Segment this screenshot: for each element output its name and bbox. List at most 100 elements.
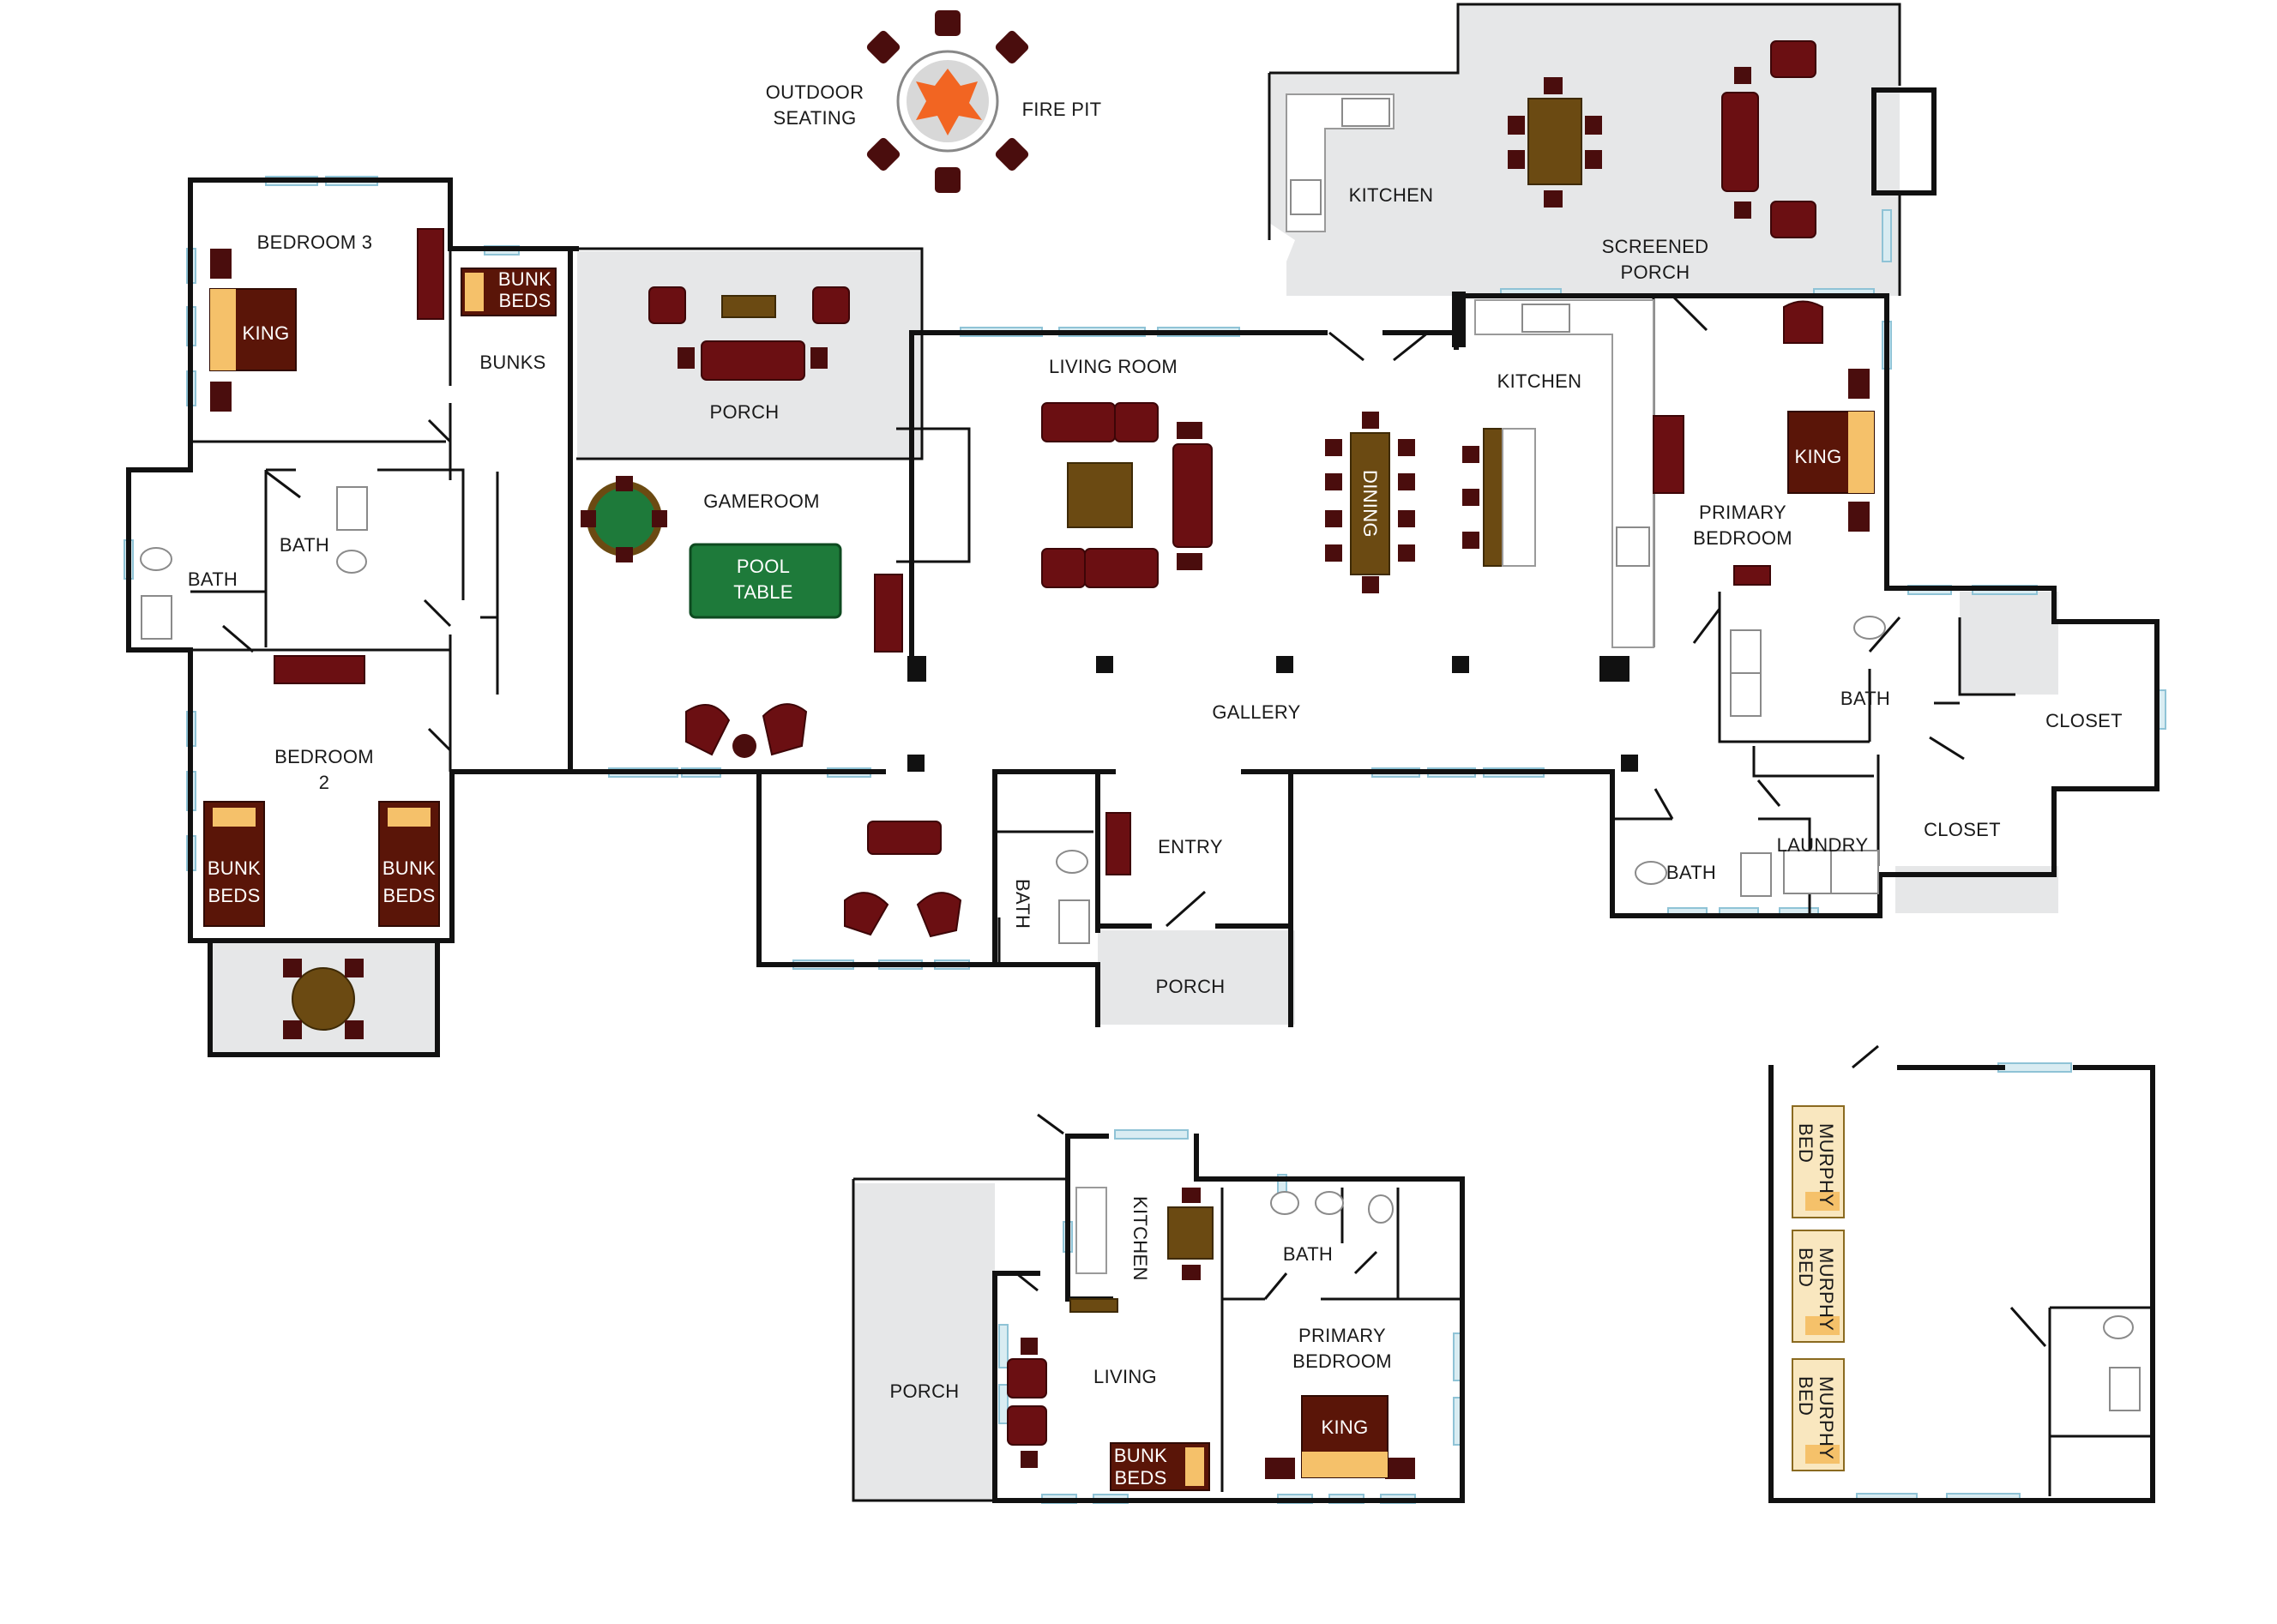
doors (222, 294, 2047, 1347)
post (1621, 755, 1638, 772)
pillow (210, 289, 236, 370)
svg-text:MURPHY: MURPHY (1816, 1248, 1837, 1331)
chair-icon (283, 1020, 302, 1039)
wall (2048, 1306, 2153, 1496)
chair-icon (1508, 116, 1525, 135)
bunk-bed-label: BEDS (498, 290, 551, 311)
room-label-bath-guest: BATH (1283, 1243, 1333, 1265)
murphy-bed-label-line: BED (1795, 1248, 1816, 1287)
washer-icon (1783, 850, 1832, 894)
post (1452, 292, 1466, 347)
chair-icon (345, 1020, 364, 1039)
armchair-icon (648, 286, 686, 324)
pillow (465, 273, 484, 311)
door (1929, 736, 1965, 761)
wall (190, 468, 465, 600)
chair-icon (1508, 150, 1525, 169)
armchair-icon (1770, 201, 1816, 238)
murphy-bed-label-line: MURPHY (1816, 1123, 1837, 1206)
nightstand-icon (210, 382, 232, 412)
window (1114, 1129, 1189, 1140)
chair-icon (1325, 473, 1342, 490)
gallery-posts (907, 292, 1638, 772)
chair-icon (1362, 412, 1379, 429)
svg-text:BUNK: BUNK (383, 857, 436, 879)
sofa-icon (867, 821, 942, 855)
coffee-table (721, 295, 776, 318)
armchair-icon (1783, 300, 1823, 344)
bench-icon (1733, 565, 1771, 586)
chair-icon (810, 347, 828, 369)
sink-icon (1730, 672, 1762, 717)
svg-text:MURPHY: MURPHY (1816, 1123, 1837, 1206)
door (1015, 1272, 1039, 1292)
door (1037, 1113, 1064, 1135)
bath-fixtures (140, 486, 2141, 1411)
fire-pit (866, 10, 1029, 193)
post (1096, 656, 1113, 673)
pillow (388, 808, 431, 827)
svg-text:OUTDOOR: OUTDOOR (766, 81, 864, 103)
wall (995, 830, 1093, 965)
king-bed-label: KING (243, 322, 290, 344)
door (1328, 331, 1364, 362)
chair-icon (1585, 116, 1602, 135)
toilet-icon (1056, 850, 1088, 874)
room-label-gameroom: GAMEROOM (703, 490, 820, 512)
svg-text:BED: BED (1795, 1376, 1816, 1416)
sink-icon (1315, 1191, 1344, 1215)
chair-icon (1398, 473, 1415, 490)
king-bed-label: KING (1795, 446, 1842, 467)
sink-icon (1058, 899, 1090, 944)
room-label-gallery: GALLERY (1212, 701, 1300, 723)
entry-porch-floor (1098, 930, 1295, 1025)
toilet-icon (1853, 616, 1886, 640)
wall (188, 177, 579, 251)
sofa-icon (701, 340, 805, 381)
bunk-bed-label-line: BUNK (383, 857, 436, 879)
sofa-icon (1084, 548, 1159, 588)
door (1756, 779, 1781, 807)
chair-icon (1544, 77, 1563, 94)
room-label: PRIMARY (1699, 502, 1786, 523)
chair-icon (1398, 544, 1415, 562)
room-label-bunks: BUNKS (479, 352, 545, 373)
window (1997, 1062, 2072, 1073)
console-icon (1105, 812, 1131, 875)
post (1452, 656, 1469, 673)
chair-icon (995, 30, 1029, 64)
murphy-bed-label-line: MURPHY (1816, 1376, 1837, 1459)
room-label: BEDROOM (1693, 527, 1792, 549)
stool-icon (1462, 532, 1479, 549)
room-label: BEDROOM (274, 746, 374, 767)
bunk-bed-label-line: BEDS (498, 290, 551, 311)
wall (480, 472, 499, 695)
murphy-bed-label-line: BED (1795, 1123, 1816, 1163)
sofa-icon (1041, 402, 1116, 442)
kitchen-counter (1075, 1187, 1107, 1274)
room-label-dining: DINING (1359, 470, 1381, 538)
door (1692, 608, 1721, 644)
fireplace-inner (896, 427, 971, 563)
door (423, 598, 452, 628)
dresser-icon (274, 655, 365, 684)
dining-table (1350, 432, 1390, 575)
dining-table (1167, 1206, 1214, 1260)
room-label: SCREENED (1602, 236, 1709, 257)
stove-icon (1616, 526, 1650, 567)
dryer-icon (1830, 850, 1879, 894)
chair-icon (652, 510, 667, 527)
door (1166, 890, 1206, 928)
dresser-icon (1653, 415, 1684, 494)
guest-porch-floor (853, 1183, 995, 1501)
pillow (1302, 1452, 1388, 1477)
sink-icon (1341, 98, 1390, 127)
chair-icon (678, 347, 695, 369)
chair-icon (581, 510, 596, 527)
murphy-bed-3: MURPHY BED (1792, 1358, 1845, 1471)
ottoman-icon (1177, 553, 1202, 570)
sink-icon (1521, 304, 1570, 333)
fireplace (1871, 87, 1937, 195)
